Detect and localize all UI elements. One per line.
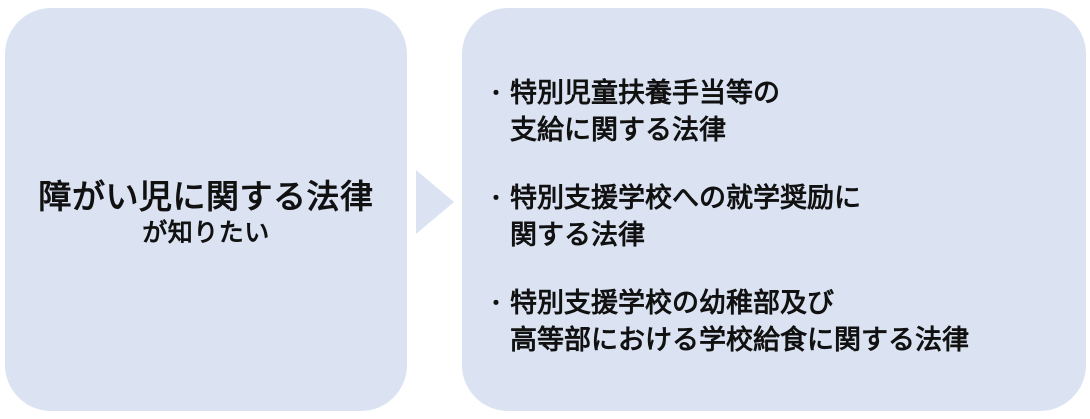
law-title-line: 特別支援学校への就学奨励に (510, 183, 861, 214)
answer-box: ・ 特別児童扶養手当等の 支給に関する法律 ・ 特別支援学校への就学奨励に 関す… (462, 8, 1086, 411)
list-item: ・ 特別支援学校への就学奨励に 関する法律 (486, 180, 1086, 254)
law-title-line: 支給に関する法律 (510, 115, 726, 146)
law-list: ・ 特別児童扶養手当等の 支給に関する法律 ・ 特別支援学校への就学奨励に 関す… (486, 75, 1086, 359)
law-title-line: 関する法律 (510, 220, 645, 251)
bullet: ・ (486, 81, 506, 105)
law-title-line: 特別支援学校の幼稚部及び (510, 288, 834, 319)
law-title-line: 高等部における学校給食に関する法律 (510, 325, 969, 356)
question-subtitle: が知りたい (142, 217, 270, 247)
chevron-right-icon (416, 170, 454, 234)
bullet: ・ (486, 291, 506, 315)
bullet: ・ (486, 186, 506, 210)
law-title-line: 特別児童扶養手当等の (510, 78, 780, 109)
law-title: 特別支援学校への就学奨励に 関する法律 (510, 180, 861, 254)
list-item: ・ 特別支援学校の幼稚部及び 高等部における学校給食に関する法律 (486, 285, 1086, 359)
law-title: 特別支援学校の幼稚部及び 高等部における学校給食に関する法律 (510, 285, 969, 359)
question-title: 障がい児に関する法律 (38, 176, 374, 216)
question-box: 障がい児に関する法律 が知りたい (5, 8, 407, 411)
law-title: 特別児童扶養手当等の 支給に関する法律 (510, 75, 780, 149)
list-item: ・ 特別児童扶養手当等の 支給に関する法律 (486, 75, 1086, 149)
